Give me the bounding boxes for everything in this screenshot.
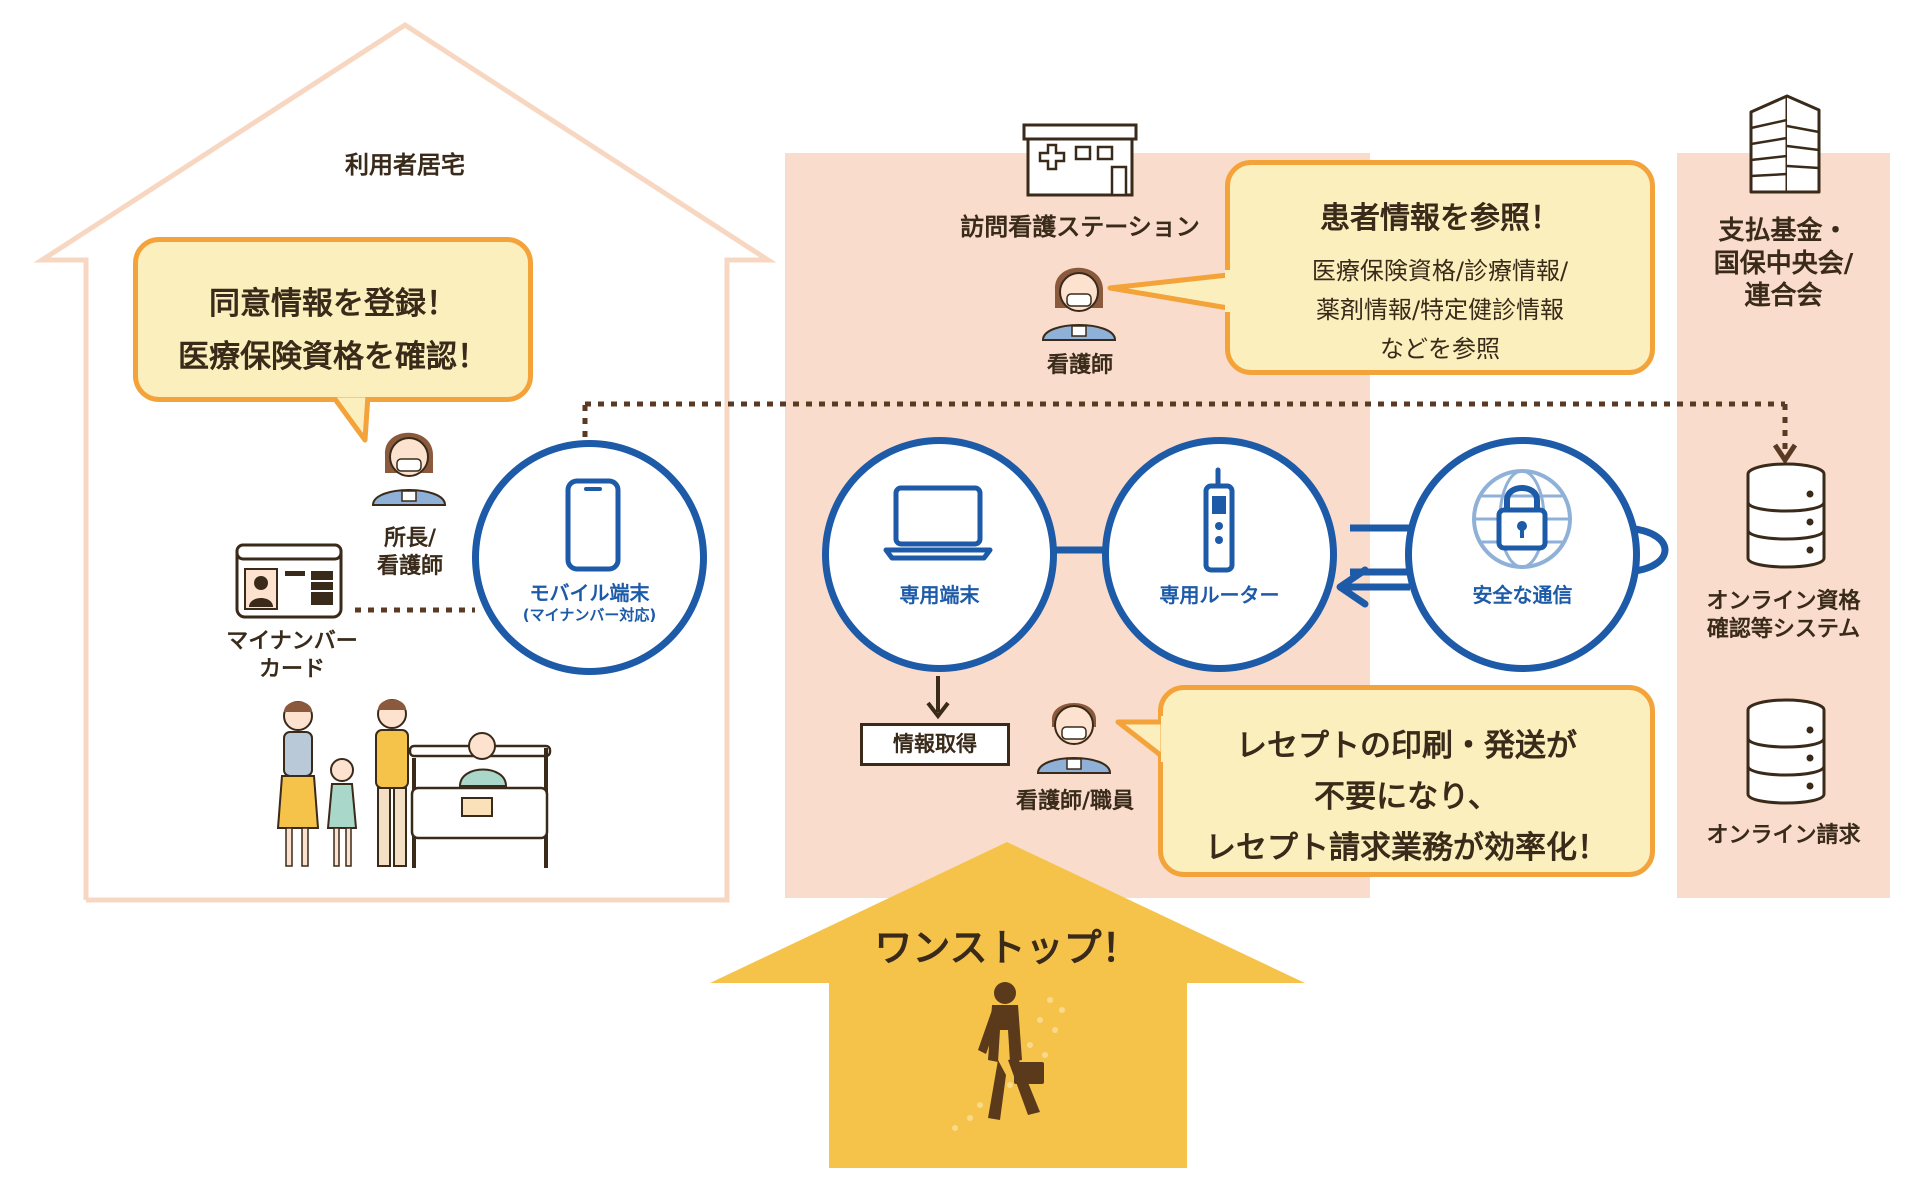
info-get-label: 情報取得 [893,732,977,756]
online-qualification-label: オンライン資格 確認等システム [1706,589,1861,642]
info-get-box: 情報取得 [860,723,1010,766]
receipt-line3: レセプト請求業務が効率化！ [1205,830,1608,866]
office-building-icon [1749,94,1821,194]
dedicated-router-circle[interactable]: 専用ルーター [1102,437,1337,672]
mobile-terminal-circle[interactable]: モバイル端末 (マイナンバー対応) [472,440,707,675]
smartphone-icon [565,478,621,572]
receipt-line2: 不要になり、 [1314,779,1499,815]
home-bubble-line2: 医療保険資格を確認！ [178,339,488,375]
mobile-terminal-label: モバイル端末 [529,581,650,605]
home-bubble-tail [328,389,374,443]
businessman-silhouette [978,982,1044,1120]
home-bubble-line1: 同意情報を登録！ [209,286,457,322]
globe-lock-icon [1472,469,1572,569]
patient-info-bubble: 患者情報を参照！ 医療保険資格/診療情報/ 薬剤情報/特定健診情報 などを参照 [1225,160,1655,375]
receipt-efficiency-bubble: レセプトの印刷・発送が 不要になり、 レセプト請求業務が効率化！ [1158,685,1655,877]
home-staff-label: 所長/ 看護師 [376,526,443,579]
patient-info-bubble-tail [1107,270,1235,312]
family-illustration [276,699,552,868]
dedicated-router-label: 専用ルーター [1159,583,1280,607]
dedicated-terminal-circle[interactable]: 専用端末 [822,437,1057,672]
mynumber-card-label: マイナンバー カード [226,629,358,682]
station-building-icon [1022,123,1138,197]
station-title: 訪問看護ステーション [960,213,1200,241]
mynumber-card-icon [235,543,343,619]
dedicated-terminal-label: 専用端末 [899,583,980,607]
home-title: 利用者居宅 [345,151,465,179]
online-billing-label: オンライン請求 [1706,823,1861,848]
station-staff-icon [1036,703,1112,774]
onestop-label: ワンストップ！ [874,926,1140,970]
home-staff-icon [371,432,447,506]
online-billing-db-icon [1746,698,1826,805]
patient-info-line2: 薬剤情報/特定健診情報 [1315,296,1565,324]
station-nurse-label: 看護師 [1046,353,1113,378]
station-staff-label: 看護師/職員 [1015,789,1135,814]
secure-communication-label: 安全な通信 [1472,583,1573,607]
station-nurse-icon [1041,267,1117,341]
receipt-bubble-tail [1115,716,1173,762]
online-qualification-db-icon [1746,462,1826,569]
patient-info-line3: などを参照 [1380,335,1500,363]
patient-info-line1: 医療保険資格/診療情報/ [1311,257,1569,285]
receipt-line1: レセプトの印刷・発送が [1236,728,1577,764]
mobile-terminal-sublabel: (マイナンバー対応) [522,606,657,624]
secure-communication-circle[interactable]: 安全な通信 [1405,437,1640,672]
fund-title: 支払基金・ 国保中央会/ 連合会 [1713,216,1854,311]
patient-info-title: 患者情報を参照！ [1320,201,1560,236]
laptop-icon [883,485,993,561]
router-icon [1203,467,1235,573]
